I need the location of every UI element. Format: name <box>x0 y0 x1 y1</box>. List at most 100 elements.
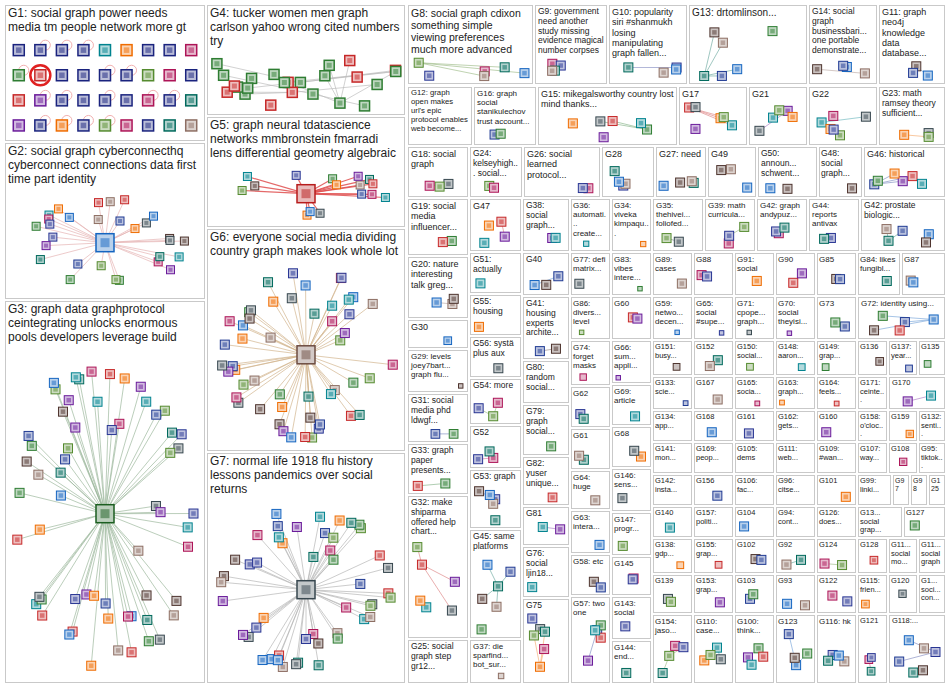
group-network <box>630 446 646 461</box>
vertex-avatar <box>338 338 343 343</box>
vertex-avatar <box>176 446 181 451</box>
vertex-icon <box>591 626 600 635</box>
vertex-avatar <box>571 121 576 126</box>
vertex-icon <box>56 45 67 56</box>
vertex-avatar <box>485 563 490 568</box>
vertex-avatar <box>34 224 38 228</box>
vertex-avatar <box>102 98 108 104</box>
vertex-icon <box>258 656 267 665</box>
vertex-icon <box>95 199 103 207</box>
vertex-avatar <box>38 527 43 532</box>
network-edge <box>105 514 188 547</box>
vertex-avatar <box>496 584 501 589</box>
vertex-avatar <box>118 219 122 223</box>
vertex-avatar <box>790 115 795 120</box>
vertex-icon <box>676 178 685 187</box>
vertex-avatar <box>477 489 482 494</box>
vertex-icon <box>480 72 489 81</box>
group-network <box>724 222 748 248</box>
vertex-icon <box>754 644 763 653</box>
vertex-icon <box>143 615 152 624</box>
network-edge <box>340 71 396 103</box>
group-network <box>432 294 458 308</box>
vertex-avatar <box>318 422 323 427</box>
vertex-icon <box>35 70 46 81</box>
group-label: G169: peop... <box>696 445 731 462</box>
vertex-icon <box>22 457 31 466</box>
group-panel: G148: aaron... <box>776 341 815 375</box>
vertex-icon <box>918 666 927 675</box>
vertex-avatar <box>371 182 375 186</box>
vertex-avatar <box>124 98 130 104</box>
group-network <box>780 400 785 405</box>
vertex-avatar <box>188 123 194 129</box>
vertex-avatar <box>897 659 902 664</box>
vertex-avatar <box>281 429 286 434</box>
vertex-icon <box>78 120 89 131</box>
vertex-icon <box>342 603 351 612</box>
group-label: G144: end... <box>614 643 649 661</box>
vertex-avatar <box>581 417 586 422</box>
vertex-icon <box>838 561 847 570</box>
vertex-icon <box>131 225 139 233</box>
vertex-avatar <box>358 183 362 187</box>
vertex-avatar <box>123 198 127 202</box>
group-panel: G87 <box>902 253 945 295</box>
vertex-icon <box>142 591 151 600</box>
vertex-avatar <box>108 200 112 204</box>
vertex-icon <box>360 101 370 111</box>
vertex-avatar <box>219 580 224 585</box>
vertex-icon <box>431 430 440 439</box>
vertex-icon <box>218 597 227 606</box>
vertex-icon <box>817 118 826 127</box>
group-panel: G38: social graph... <box>523 199 569 251</box>
group-panel: G132: senti... <box>919 411 945 441</box>
network-edge <box>306 590 319 666</box>
group-label: G128 <box>860 541 885 550</box>
vertex-avatar <box>669 600 674 605</box>
group-network <box>13 367 198 670</box>
vertex-avatar <box>532 633 537 638</box>
group-network <box>862 600 870 608</box>
vertex-avatar <box>169 268 173 272</box>
group-panel: G64: huge <box>571 471 610 509</box>
group-panel: G68 <box>612 427 651 467</box>
vertex-avatar <box>718 600 723 605</box>
vertex-avatar <box>355 75 360 80</box>
vertex-icon <box>356 181 364 189</box>
vertex-icon <box>358 190 366 198</box>
group-network <box>431 430 458 439</box>
vertex-icon <box>798 364 805 371</box>
network-edge <box>278 590 306 660</box>
vertex-avatar <box>864 602 868 606</box>
vertex-avatar <box>368 604 373 609</box>
vertex-icon <box>783 184 792 193</box>
vertex-avatar <box>768 186 773 191</box>
vertex-icon <box>878 311 887 320</box>
group-network <box>480 217 509 247</box>
group-panel: G52 <box>470 426 521 468</box>
vertex-icon <box>506 567 515 576</box>
group-panel: G137: year... <box>889 341 917 375</box>
vertex-icon <box>624 63 633 72</box>
vertex-avatar <box>830 593 835 598</box>
group-label: G33: graph paper presents... <box>411 446 465 475</box>
vertex-avatar <box>144 593 149 598</box>
vertex-avatar <box>174 599 179 604</box>
group-label: G16: graph social stanikulechov trust ac… <box>477 89 533 126</box>
group-panel: G111: web... <box>776 443 815 473</box>
vertex-avatar <box>221 73 226 78</box>
vertex-avatar <box>927 232 932 237</box>
vertex-icon <box>616 376 620 380</box>
vertex-icon <box>595 540 604 549</box>
vertex-avatar <box>308 415 313 420</box>
vertex-avatar <box>232 84 237 89</box>
group-panel: G121 <box>858 615 887 683</box>
group-network <box>783 599 810 609</box>
vertex-avatar <box>746 655 751 660</box>
vertex-avatar <box>328 548 333 553</box>
group-label: G140 <box>655 509 690 518</box>
group-network <box>882 277 891 286</box>
group-panel: G79: graph social... <box>523 405 569 455</box>
group-panel: G85 <box>817 253 856 295</box>
